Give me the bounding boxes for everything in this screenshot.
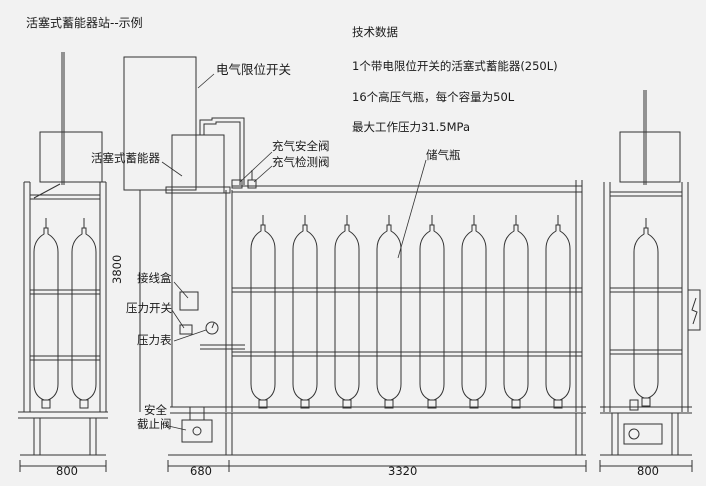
bottle-valve	[511, 399, 521, 409]
gas-bottle	[503, 224, 529, 401]
label-charging-test-valve: 充气检测阀	[272, 155, 330, 169]
dim-rack-width: 3320	[388, 464, 418, 478]
bottle-valve	[469, 399, 479, 409]
label-charging-safety-valve: 充气安全阀	[272, 139, 330, 153]
label-piston-accumulator: 活塞式蓄能器	[91, 151, 160, 165]
right-side-view	[599, 90, 701, 472]
gas-bottle	[419, 224, 445, 401]
label-gas-bottle: 储气瓶	[426, 148, 461, 162]
bottle-valve	[300, 399, 310, 409]
spec-heading: 技术数据	[352, 25, 398, 39]
leader-lines	[161, 73, 427, 431]
dim-height: 3800	[110, 254, 124, 284]
gas-bottle	[292, 224, 318, 401]
gas-bottle	[545, 224, 571, 401]
front-bottles	[250, 215, 571, 409]
gas-bottle	[461, 224, 487, 401]
bottle-valve	[553, 399, 563, 409]
drawing-title: 活塞式蓄能器站--示例	[26, 16, 143, 30]
bottle-valve	[41, 399, 51, 409]
left-side-view	[18, 52, 108, 472]
bottle-valve	[384, 399, 394, 409]
left-bottles	[33, 218, 97, 409]
right-bottles	[633, 218, 659, 407]
gas-bottle	[334, 224, 360, 401]
dim-accumulator-width: 680	[190, 464, 212, 478]
bottle-valve	[79, 399, 89, 409]
bottle-valve	[641, 397, 651, 407]
spec-line-1: 1个带电限位开关的活塞式蓄能器(250L)	[352, 59, 558, 73]
gas-bottle	[633, 227, 659, 399]
gas-bottle	[376, 224, 402, 401]
piston-accumulator	[123, 56, 257, 443]
bottle-valve	[427, 399, 437, 409]
label-junction-box: 接线盒	[137, 271, 172, 285]
bottle-valve	[258, 399, 268, 409]
bottle-valve	[342, 399, 352, 409]
label-safety-valve-line1: 安全	[144, 403, 167, 417]
dim-left-width: 800	[56, 464, 78, 478]
bottle-rack-frame	[134, 180, 587, 472]
spec-line-3: 最大工作压力31.5MPa	[352, 120, 470, 134]
gas-bottle	[33, 227, 59, 401]
gas-bottle	[71, 227, 97, 401]
label-pressure-gauge: 压力表	[137, 333, 172, 347]
gas-bottle	[250, 224, 276, 401]
dim-right-width: 800	[637, 464, 659, 478]
label-pressure-switch: 压力开关	[126, 301, 172, 315]
label-limit-switch: 电气限位开关	[216, 62, 292, 77]
spec-line-2: 16个高压气瓶，每个容量为50L	[352, 90, 515, 104]
label-safety-valve-line2: 截止阀	[137, 417, 172, 431]
